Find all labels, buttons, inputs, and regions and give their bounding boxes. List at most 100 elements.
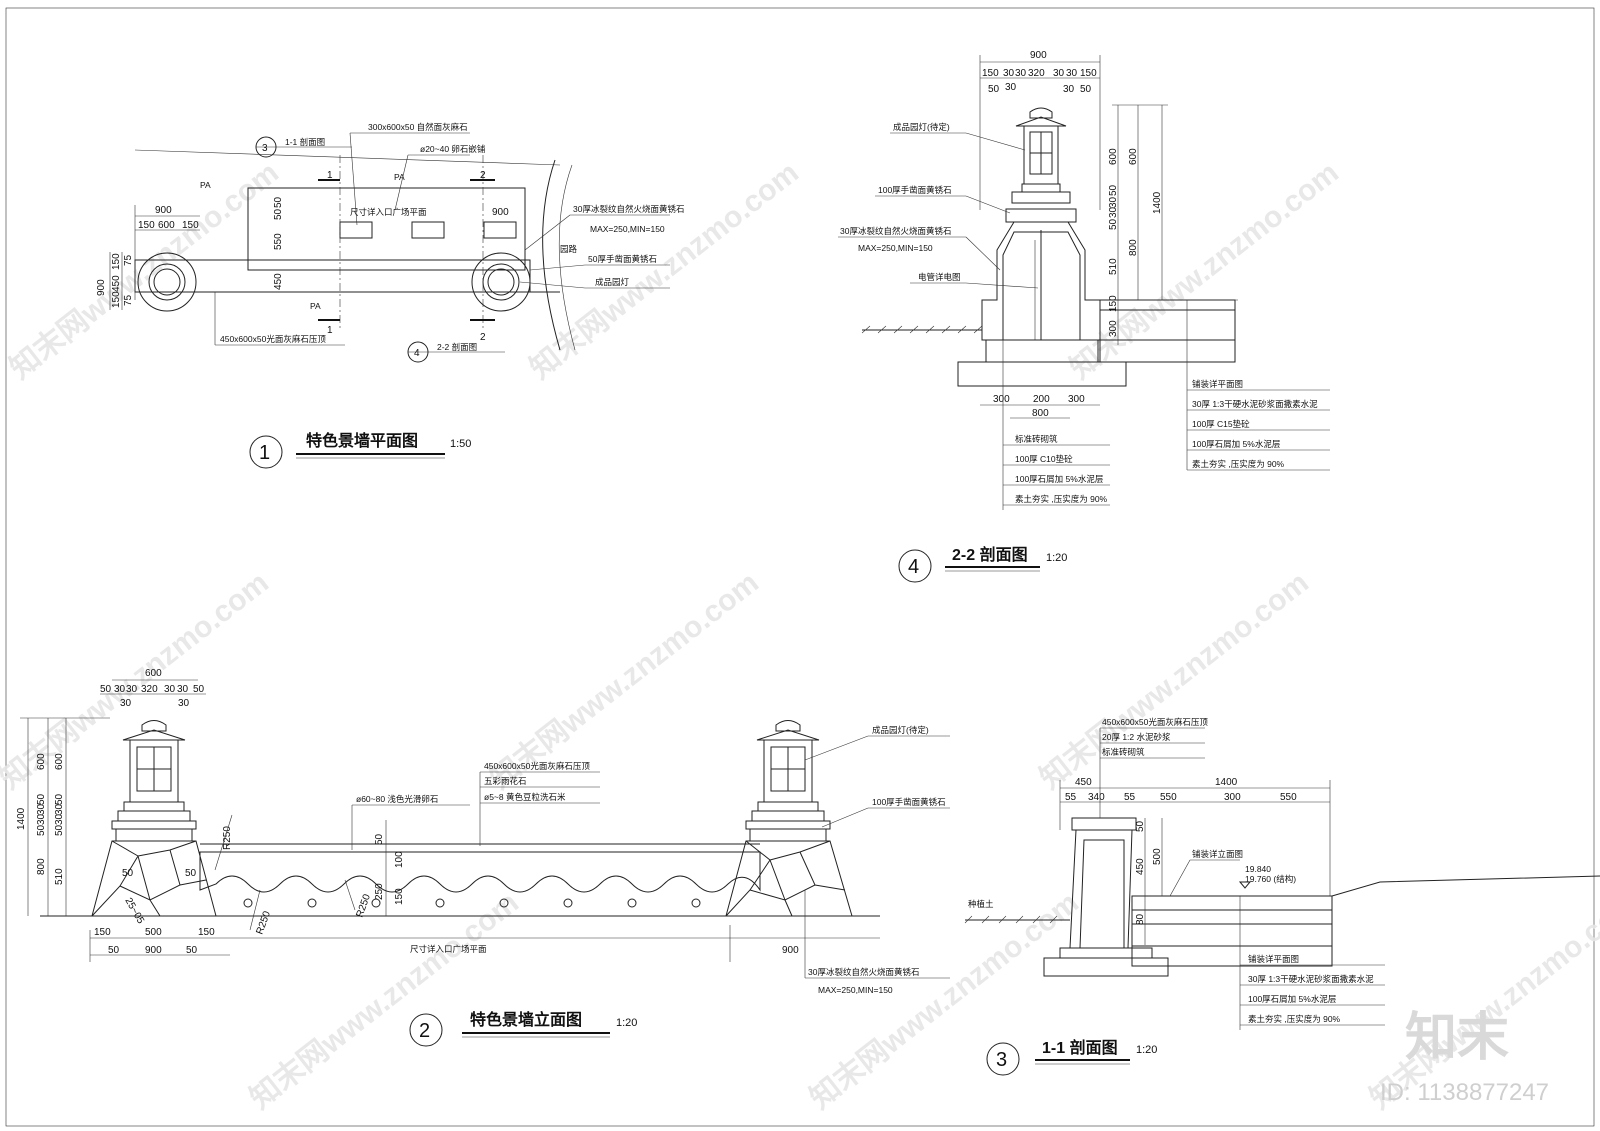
dim-label: 30 <box>36 813 47 825</box>
note-paving: 铺装详立面图 <box>1192 849 1243 859</box>
cut-label: 1 <box>327 170 333 181</box>
dim-label: 30 <box>1063 84 1075 95</box>
image-id-label: ID: 1138877247 <box>1380 1079 1549 1106</box>
sheet-border <box>5 7 1595 1127</box>
dim-label: 1400 <box>16 807 27 830</box>
drawing-title: 2-2 剖面图 <box>952 545 1028 564</box>
dim-label: 320 <box>1028 68 1045 79</box>
dim-label: 30 <box>1003 68 1015 79</box>
drawing-index: 1 <box>259 442 270 464</box>
note-coping: 450x600x50光面灰麻石压顶 <box>484 761 590 771</box>
section-ref-number: 4 <box>414 348 420 359</box>
drawing-index: 4 <box>908 556 919 578</box>
note-brick: 标准砖砌筑 <box>1102 747 1145 757</box>
drawing-title: 特色景墙平面图 <box>306 431 418 450</box>
note-stone-top: 300x600x50 自然面灰麻石 <box>368 122 468 132</box>
dim-label: 50 <box>36 824 47 836</box>
feature-wall <box>199 851 761 893</box>
dim-label: 320 <box>141 684 158 695</box>
drawing-index-circle <box>249 435 283 469</box>
dim-label: 300 <box>1108 320 1119 337</box>
dim-label: 100 <box>394 851 405 868</box>
dim-label: 600 <box>158 220 175 231</box>
dim-label: 500 <box>145 927 162 938</box>
wall-section <box>1069 829 1133 949</box>
dim-label: 150 <box>138 220 155 231</box>
drawing-title: 1-1 剖面图 <box>1042 1038 1118 1057</box>
dim-label: 150 <box>1080 68 1097 79</box>
dim-label: 50 <box>1135 820 1146 832</box>
dim-label: 450 <box>111 275 122 292</box>
dim-label: 75 <box>123 294 134 306</box>
dim-label: R250 <box>254 909 273 936</box>
pebble-paving <box>247 187 526 271</box>
note-pebble: ø60~80 浅色光滑卵石 <box>356 794 438 804</box>
dim-label: 50 <box>54 793 65 805</box>
section-1-1: 450 55 340 55 1400 550 300 550 50 500 45… <box>964 717 1600 1076</box>
dim-label: 150 <box>198 927 215 938</box>
note-pebble: ø20~40 卵石嵌铺 <box>420 144 486 154</box>
dim-label: 200 <box>1033 394 1050 405</box>
dim-label: 450 <box>1135 858 1146 875</box>
section-ref-number: 3 <box>262 143 268 154</box>
drawing-index-circle <box>986 1042 1020 1076</box>
dim-label: 50 <box>1108 218 1119 230</box>
dim-label: 30 <box>120 698 132 709</box>
note-maxmin: MAX=250,MIN=150 <box>818 985 893 995</box>
layer-note: 100厚 C10垫砼 <box>1015 454 1073 464</box>
dim-label: 800 <box>1128 239 1139 256</box>
dim-label: 150 <box>94 927 111 938</box>
layer-note: 100厚石屑加 5%水泥层 <box>1015 474 1103 484</box>
note-mortar: 20厚 1:2 水泥砂浆 <box>1102 732 1171 742</box>
note-road: 园路 <box>560 244 578 254</box>
dim-label: 30 <box>1015 68 1027 79</box>
dim-label: 50 <box>273 208 284 220</box>
dim-label: 1400 <box>1215 777 1238 788</box>
drawing-title: 特色景墙立面图 <box>470 1010 582 1029</box>
garden-lamp <box>1011 107 1071 204</box>
note-coping: 450x600x50光面灰麻石压顶 <box>1102 717 1208 727</box>
note-granite30: 30厚冰裂纹自然火烧面黄锈石 <box>840 226 951 236</box>
drawing-index-circle <box>898 549 932 583</box>
layer-notes-right: 铺装详平面图 30厚 1:3干硬水泥砂浆面撒素水泥 100厚 C15垫砼 100… <box>1187 379 1330 471</box>
dim-label: 900 <box>492 207 509 218</box>
layer-note: 30厚 1:3干硬水泥砂浆面撒素水泥 <box>1192 399 1318 409</box>
dim-label: 340 <box>1088 792 1105 803</box>
elevation-mark: 19.760 (结构) <box>1245 874 1296 884</box>
plan-view: 1 1 2 2 PA PA PA 3 1-1 剖面图 4 2-2 剖面图 300… <box>96 122 684 469</box>
dim-label: 30 <box>114 684 126 695</box>
note-entrance: 尺寸详入口广场平面 <box>350 207 427 217</box>
dim-label: 30 <box>126 684 138 695</box>
watermark-text: 知末网www.znzmo.com <box>4 156 285 386</box>
drawing-scale: 1:20 <box>1046 552 1067 564</box>
dim-label: 55 <box>1065 792 1077 803</box>
dim-label: 50 <box>1108 184 1119 196</box>
dim-label: 250 <box>374 883 385 900</box>
dim-label: 550 <box>273 233 284 250</box>
layer-note: 标准砖砌筑 <box>1015 434 1058 444</box>
dim-label: 150 <box>1108 295 1119 312</box>
note-coping: 450x600x50光面灰麻石压顶 <box>220 334 326 344</box>
pa-label: PA <box>200 180 211 190</box>
drawing-index-circle <box>409 1013 443 1047</box>
drawing-scale: 1:20 <box>1136 1044 1157 1056</box>
layer-note: 铺装详平面图 <box>1248 954 1299 964</box>
watermark-layer: 知末网www.znzmo.com 知末网www.znzmo.com 知末网www… <box>0 156 1600 1116</box>
section-2-2: 900 150 30 30 320 30 30 150 50 30 30 50 <box>838 50 1330 583</box>
note-stone5: 五彩雨花石 <box>484 776 527 786</box>
dim-label: 150 <box>111 291 122 308</box>
dim-label: 30 <box>164 684 176 695</box>
pa-label: PA <box>394 172 405 182</box>
dim-label: 30 <box>54 813 65 825</box>
note-granite50: 50厚手凿面黄锈石 <box>588 254 657 264</box>
dim-label: 50 <box>54 824 65 836</box>
dim-label: 50 <box>100 684 112 695</box>
elevation-pillar-right <box>725 720 853 917</box>
layer-note: 铺装详平面图 <box>1192 379 1243 389</box>
dim-label: 30 <box>54 803 65 815</box>
note-lamp: 成品园灯(待定) <box>893 122 950 132</box>
lamp-plan-left <box>137 252 197 312</box>
dim-label: 800 <box>36 858 47 875</box>
